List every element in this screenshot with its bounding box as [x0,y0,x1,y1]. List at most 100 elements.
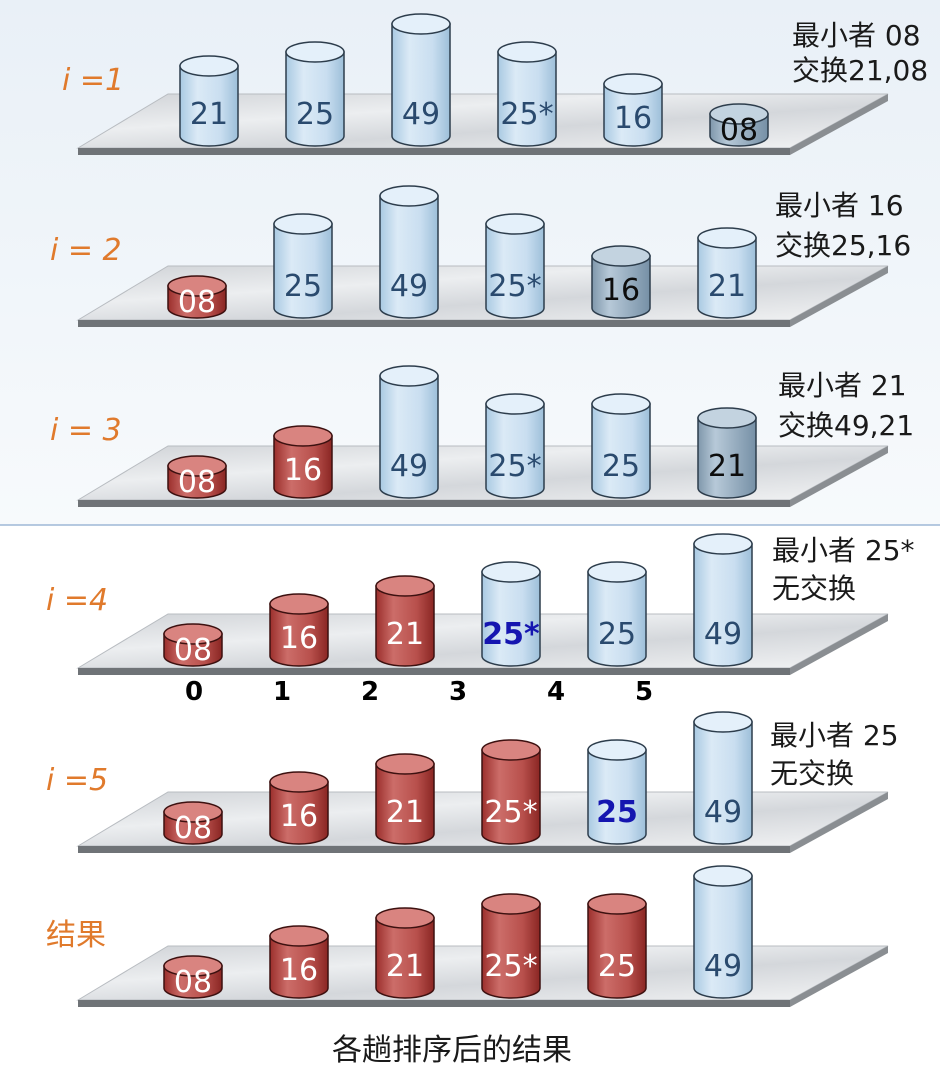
unsorted-cylinder: 25* [481,561,541,667]
pass-label: i =5 [46,763,108,798]
unsorted-cylinder: 21 [697,227,757,319]
cylinder-value-label: 49 [704,795,742,830]
cylinder-value-label: 08 [174,965,212,1000]
unsorted-cylinder: 49 [379,185,439,319]
cylinder-value-label: 25 [602,449,640,484]
cylinder-value-label: 16 [614,101,652,136]
unsorted-cylinder: 49 [693,533,753,667]
pass-row: i = 2 最小者 16 交换25,16 08 25 49 25* 16 21 [50,185,911,327]
cylinder-value-label: 16 [280,799,318,834]
array-index-label: 2 [361,677,379,707]
note-swap-action: 交换21,08 [792,54,928,87]
unsorted-cylinder: 21 [697,407,757,499]
note-swap-action: 交换25,16 [775,229,911,262]
sorted-cylinder: 21 [375,907,435,999]
cylinder-value-label: 25* [482,617,540,652]
cylinder-value-label: 08 [720,113,758,148]
note-min-element: 最小者 25 [770,719,899,752]
pass-label: i =1 [62,63,124,98]
unsorted-cylinder: 08 [709,103,769,148]
pass-label: i =4 [46,583,108,618]
array-index-label: 1 [273,677,291,707]
cylinder-value-label: 49 [390,449,428,484]
unsorted-cylinder: 21 [179,55,239,147]
cylinder-value-label: 08 [174,811,212,846]
sorted-cylinder: 16 [269,593,329,667]
unsorted-cylinder: 16 [591,245,651,319]
unsorted-cylinder: 49 [379,365,439,499]
sorted-cylinder: 08 [163,955,223,1000]
sorted-cylinder: 21 [375,575,435,667]
pass-label: i = 3 [50,413,122,448]
cylinder-value-label: 21 [386,795,424,830]
sorted-cylinder: 16 [269,771,329,845]
pass-row: i = 3 最小者 21 交换49,21 08 16 49 25* 25 21 [50,365,914,507]
unsorted-cylinder: 49 [693,865,753,999]
unsorted-cylinder: 25 [285,41,345,147]
cylinder-value-label: 16 [280,621,318,656]
cylinder-value-label: 25 [296,97,334,132]
sorted-cylinder: 08 [167,275,227,320]
note-min-element: 最小者 21 [778,369,907,402]
cylinder-value-label: 25* [488,449,541,484]
cylinder-value-label: 08 [174,633,212,668]
platform [76,93,889,155]
cylinder-value-label: 21 [386,949,424,984]
cylinder-value-label: 25 [598,949,636,984]
unsorted-cylinder: 25* [485,393,545,499]
sorted-cylinder: 16 [269,925,329,999]
pass-row: i =5 最小者 25 无交换 08 16 21 25* 25 49 [46,711,899,853]
cylinder-value-label: 25 [598,617,636,652]
cylinder-value-label: 16 [602,273,640,308]
cylinder-value-label: 08 [178,465,216,500]
cylinder-value-label: 16 [284,453,322,488]
unsorted-cylinder: 25 [587,739,647,845]
sorted-cylinder: 25 [587,893,647,999]
array-index-label: 3 [449,677,467,707]
cylinder-value-label: 49 [402,97,440,132]
note-min-element: 最小者 16 [775,189,904,222]
note-swap-action: 无交换 [770,757,854,790]
pass-label: i = 2 [50,233,122,268]
sorted-cylinder: 25* [481,739,541,845]
cylinder-value-label: 25* [488,269,541,304]
cylinder-value-label: 21 [708,269,746,304]
unsorted-cylinder: 16 [603,73,663,147]
sorted-cylinder: 25* [481,893,541,999]
cylinder-value-label: 25 [284,269,322,304]
cylinder-value-label: 25* [484,795,537,830]
unsorted-cylinder: 25* [497,41,557,147]
unsorted-cylinder: 25 [591,393,651,499]
pass-label: 结果 [46,918,106,953]
unsorted-cylinder: 49 [391,13,451,147]
array-index-label: 5 [635,677,653,707]
array-index-label: 4 [547,677,565,707]
figure-caption: 各趟排序后的结果 [332,1033,572,1068]
cylinder-value-label: 49 [704,617,742,652]
unsorted-cylinder: 49 [693,711,753,845]
note-min-element: 最小者 08 [792,19,921,52]
cylinder-value-label: 25 [596,795,638,830]
cylinder-value-label: 08 [178,285,216,320]
unsorted-cylinder: 25 [587,561,647,667]
pass-row: i =4 最小者 25* 无交换 08 16 21 25* 25 49 [46,533,915,675]
unsorted-cylinder: 25* [485,213,545,319]
cylinder-value-label: 21 [386,617,424,652]
cylinder-value-label: 25* [484,949,537,984]
cylinder-value-label: 16 [280,953,318,988]
sorted-cylinder: 21 [375,753,435,845]
sorted-cylinder: 16 [273,425,333,499]
array-index-label: 0 [185,677,203,707]
sorted-cylinder: 08 [163,623,223,668]
cylinder-value-label: 21 [190,97,228,132]
top-panel-background [0,0,940,525]
note-min-element: 最小者 25* [772,534,915,567]
sorted-cylinder: 08 [167,455,227,500]
note-swap-action: 交换49,21 [778,409,914,442]
unsorted-cylinder: 25 [273,213,333,319]
note-swap-action: 无交换 [772,572,856,605]
sorted-cylinder: 08 [163,801,223,846]
